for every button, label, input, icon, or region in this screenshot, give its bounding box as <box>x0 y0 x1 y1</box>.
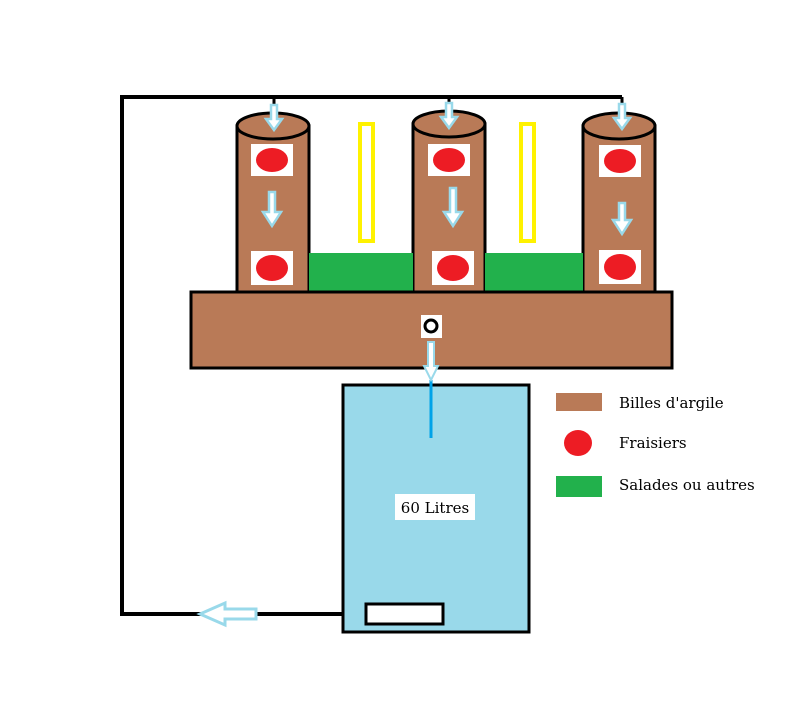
pump <box>364 602 445 626</box>
strawberry-plants <box>251 144 641 285</box>
tank-label: 60 Litres <box>401 499 469 517</box>
legend-swatch-salad <box>556 476 602 497</box>
legend: Billes d'argile Fraisiers Salades ou aut… <box>556 393 755 497</box>
legend-swatch-clay <box>556 393 602 411</box>
legend-swatch-strawberry <box>564 430 592 456</box>
drain-hole-icon <box>423 318 439 334</box>
grow-light-right <box>519 122 536 243</box>
return-flow-arrow <box>196 600 258 628</box>
grow-light-left <box>358 122 375 243</box>
legend-label-clay: Billes d'argile <box>619 394 724 412</box>
drain-flow-arrow <box>422 341 440 383</box>
salad-bed-right <box>485 253 583 292</box>
downward-flow-arrows <box>260 101 634 237</box>
legend-label-strawberry: Fraisiers <box>619 434 687 452</box>
legend-label-salad: Salades ou autres <box>619 476 755 494</box>
salad-bed-left <box>309 253 413 292</box>
water-tank: 60 Litres <box>341 383 531 634</box>
